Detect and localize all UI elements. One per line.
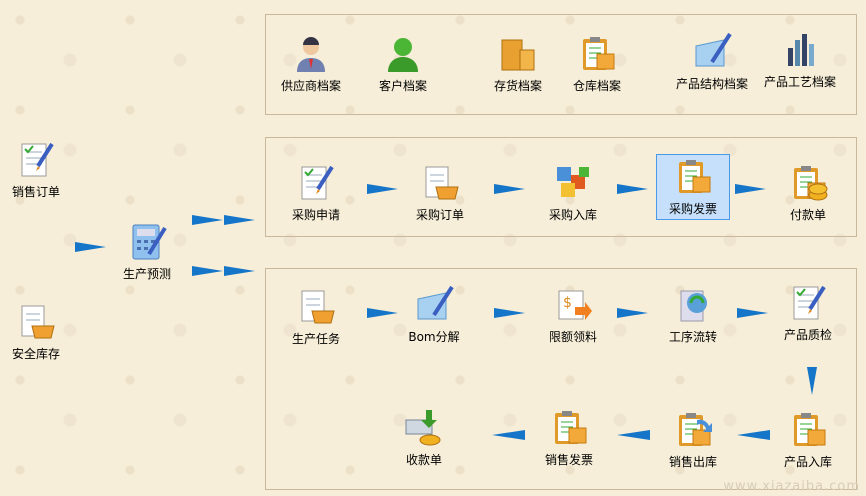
money-arrow-icon <box>553 285 593 325</box>
purchase-request-node[interactable]: 采购申请 <box>266 163 366 223</box>
document-pen-icon <box>788 283 828 323</box>
bom-node[interactable]: Bom分解 <box>384 285 484 345</box>
node-label: 销售出库 <box>668 455 717 469</box>
arrow-right <box>224 266 255 276</box>
cash-icon <box>404 408 444 448</box>
payment-node[interactable]: 付款单 <box>758 163 858 223</box>
node-label: 采购入库 <box>548 208 597 222</box>
calculator-pen-icon <box>127 222 167 262</box>
production-panel <box>265 268 857 490</box>
process-icon <box>673 285 713 325</box>
clipboard-coins-icon <box>788 163 828 203</box>
node-label: 工序流转 <box>668 330 717 344</box>
purchase-order-node[interactable]: 采购订单 <box>390 163 490 223</box>
node-label: 收款单 <box>405 453 442 467</box>
blueprint-icon <box>692 32 732 72</box>
node-label: 销售订单 <box>11 185 60 199</box>
node-label: 产品工艺档案 <box>763 75 836 89</box>
clipboard-box-icon <box>549 408 589 448</box>
boxes-icon <box>498 34 538 74</box>
inventory-archive-node[interactable]: 存货档案 <box>468 34 568 94</box>
arrow-down <box>807 367 817 395</box>
sales-delivery-node[interactable]: 销售出库 <box>643 410 743 470</box>
arrow-right <box>617 308 648 318</box>
sales-order-node[interactable]: 销售订单 <box>0 140 86 200</box>
arrow-right <box>192 215 223 225</box>
node-label: Bom分解 <box>408 330 460 344</box>
clipboard-box-icon <box>673 157 713 197</box>
quota-material-node[interactable]: 限额领料 <box>523 285 623 345</box>
node-label: 采购申请 <box>291 208 340 222</box>
arrow-left <box>617 430 650 440</box>
node-label: 客户档案 <box>378 79 427 93</box>
safety-stock-node[interactable]: 安全库存 <box>0 302 86 362</box>
arrow-right <box>617 184 648 194</box>
node-label: 供应商档案 <box>280 79 341 93</box>
node-label: 生产任务 <box>291 332 340 346</box>
document-calculator-icon <box>16 302 56 342</box>
product-process-archive-node[interactable]: 产品工艺档案 <box>750 30 850 90</box>
user-icon <box>383 34 423 74</box>
arrow-right <box>192 266 223 276</box>
node-label: 采购订单 <box>415 208 464 222</box>
supplier-archive-node[interactable]: 供应商档案 <box>261 34 361 94</box>
archives-panel <box>265 14 857 115</box>
arrow-left <box>737 430 770 440</box>
arrow-right <box>494 184 525 194</box>
arrow-right <box>224 215 255 225</box>
cubes-icon <box>553 163 593 203</box>
arrow-right <box>367 184 398 194</box>
document-basket-icon <box>420 163 460 203</box>
node-label: 安全库存 <box>11 347 60 361</box>
clipboard-box-icon <box>788 410 828 450</box>
arrow-left <box>492 430 525 440</box>
arrow-right <box>367 308 398 318</box>
blueprint-icon <box>414 285 454 325</box>
person-icon <box>291 34 331 74</box>
sales-invoice-node[interactable]: 销售发票 <box>519 408 619 468</box>
quality-check-node[interactable]: 产品质检 <box>758 283 858 343</box>
production-task-node[interactable]: 生产任务 <box>266 287 366 347</box>
arrow-right <box>494 308 525 318</box>
node-label: 仓库档案 <box>572 79 621 93</box>
purchase-receipt-node[interactable]: 采购入库 <box>523 163 623 223</box>
production-forecast-node[interactable]: 生产预测 <box>97 222 197 282</box>
node-label: 生产预测 <box>122 267 171 281</box>
document-pen-icon <box>16 140 56 180</box>
arrow-right <box>737 308 768 318</box>
receipt-node[interactable]: 收款单 <box>374 408 474 468</box>
product-structure-archive-node[interactable]: 产品结构档案 <box>662 32 762 92</box>
clipboard-box-icon <box>577 34 617 74</box>
process-flow-node[interactable]: 工序流转 <box>643 285 743 345</box>
node-label: 产品入库 <box>783 455 832 469</box>
node-label: 限额领料 <box>548 330 597 344</box>
watermark: www.xiazaiba.com <box>723 479 860 494</box>
product-storage-node[interactable]: 产品入库 <box>758 410 858 470</box>
arrow-right <box>735 184 766 194</box>
node-label: 存货档案 <box>493 79 542 93</box>
node-label: 付款单 <box>789 208 826 222</box>
node-label: 产品质检 <box>783 328 832 342</box>
purchase-panel <box>265 137 857 237</box>
arrow-right <box>75 242 106 252</box>
bars-icon <box>780 30 820 70</box>
document-calculator-icon <box>296 287 336 327</box>
node-label: 采购发票 <box>668 202 717 216</box>
document-pen-icon <box>296 163 336 203</box>
warehouse-archive-node[interactable]: 仓库档案 <box>547 34 647 94</box>
node-label: 产品结构档案 <box>675 77 748 91</box>
node-label: 销售发票 <box>544 453 593 467</box>
purchase-invoice-node[interactable]: 采购发票 <box>656 154 730 220</box>
customer-archive-node[interactable]: 客户档案 <box>353 34 453 94</box>
clipboard-arrow-icon <box>673 410 713 450</box>
